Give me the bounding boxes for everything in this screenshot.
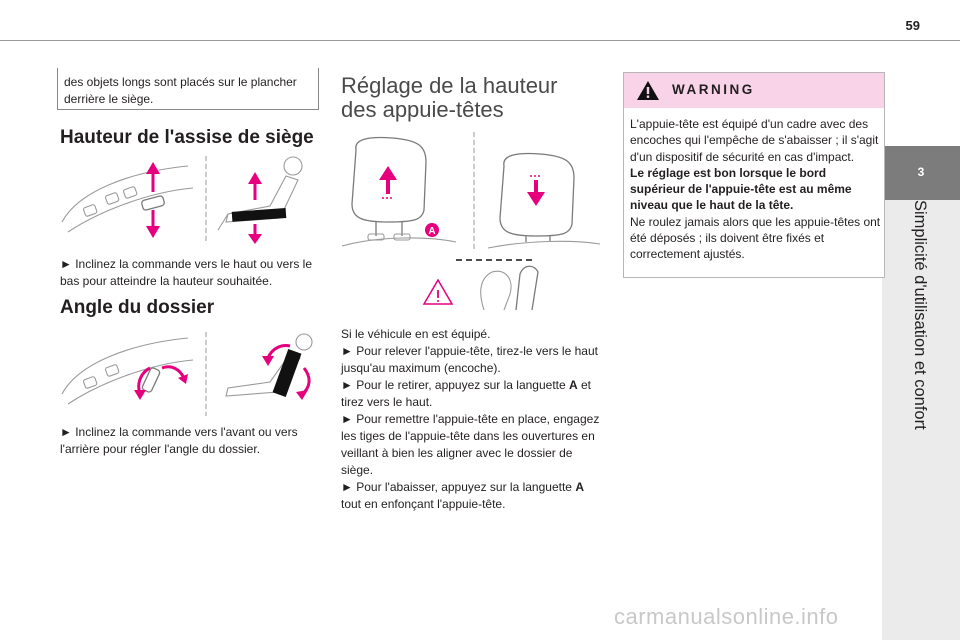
- warning-paragraph-adjust: Le réglage est bon lorsque le bord supér…: [630, 165, 852, 213]
- warning-icon: [637, 81, 659, 100]
- page-number: 59: [905, 18, 920, 33]
- warning-paragraph-frame: L'appuie-tête est équipé d'un cadre avec…: [630, 117, 879, 164]
- seat-height-illustration: [61, 156, 303, 244]
- headrest-illustration: A: [341, 132, 601, 311]
- backrest-switch-panel-drawing: [61, 337, 194, 405]
- warning-triangle-icon: [422, 278, 454, 305]
- headrest-line-equipped: Si le véhicule en est équipé.: [341, 327, 491, 341]
- warning-text: L'appuie-tête est équipé d'un cadre avec…: [630, 116, 882, 263]
- headrest-lower-drawing: [487, 152, 601, 249]
- backrest-illustration: [61, 332, 313, 416]
- chapter-title: Simplicité d'utilisation et confort: [911, 200, 929, 430]
- chapter-number: 3: [917, 165, 925, 179]
- headrest-line-refit: ► Pour remettre l'appuie-tête en place, …: [341, 412, 600, 477]
- head-position-drawing: [480, 265, 539, 311]
- warning-paragraph-driving: Ne roulez jamais alors que les appuie-tê…: [630, 214, 881, 262]
- watermark: carmanualsonline.info: [614, 604, 839, 629]
- headrest-line-remove: ► Pour le retirer, appuyez sur la langue…: [341, 378, 592, 409]
- headrest-raise-drawing: A: [341, 136, 457, 247]
- backrest-side-view-drawing: [225, 333, 313, 400]
- headrest-line-lower: ► Pour l'abaisser, appuyez sur la langue…: [341, 480, 584, 511]
- seat-height-heading: Hauteur de l'assise de siège: [60, 127, 314, 148]
- headrest-line-raise: ► Pour relever l'appuie-tête, tirez-le v…: [341, 344, 598, 375]
- chapter-tab[interactable]: [882, 146, 960, 200]
- continued-note: des objets longs sont placés sur le plan…: [57, 68, 319, 110]
- warning-title: WARNING: [672, 82, 755, 97]
- headrest-instructions: Si le véhicule en est équipé. ► Pour rel…: [341, 326, 606, 513]
- warning-header: [624, 73, 884, 108]
- backrest-angle-heading: Angle du dossier: [60, 297, 215, 318]
- seat-side-view-drawing: [217, 156, 303, 244]
- headrest-heading: Réglage de la hauteur des appuie-têtes: [341, 73, 558, 122]
- seat-switch-panel-drawing: [61, 162, 194, 238]
- backrest-angle-instruction: ► Inclinez la commande vers l'avant ou v…: [60, 425, 298, 456]
- seat-height-instruction: ► Inclinez la commande vers le haut ou v…: [60, 257, 312, 288]
- chapter-strip: [882, 200, 960, 640]
- tab-a-label: A: [428, 226, 435, 237]
- top-divider: [0, 40, 960, 41]
